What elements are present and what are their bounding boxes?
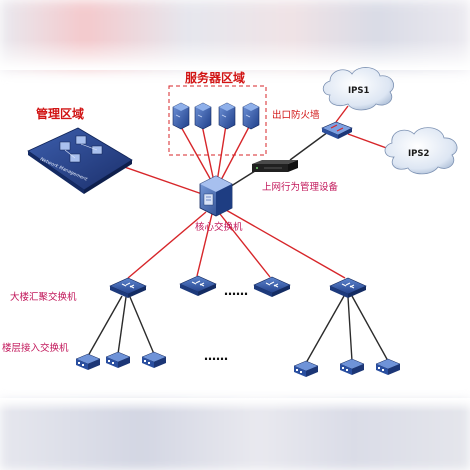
link-agg4-access-3 (351, 295, 389, 362)
link-agg4-access-1 (305, 295, 345, 364)
exit-firewall-label: 出口防火墙 (272, 109, 320, 121)
behavior-management-appliance-icon (252, 160, 298, 172)
link-agg1-access-3 (129, 296, 155, 355)
link-core-agg-4 (225, 209, 346, 279)
access-switch-icon (375, 358, 401, 375)
ips1-label: IPS1 (348, 86, 370, 96)
aggregation-switch-icon (179, 275, 217, 296)
access-switch-icon (293, 360, 319, 377)
ips2-cloud-icon (384, 127, 458, 175)
aggregation-ellipsis: …… (224, 284, 248, 298)
server-area-box (168, 85, 267, 156)
link-core-server-4 (219, 124, 251, 183)
link-core-behavior-mgmt (227, 170, 256, 189)
ips1-cloud-icon (322, 67, 394, 111)
access-switch-label: 楼层接入交换机 (2, 342, 69, 354)
link-core-agg-2 (196, 213, 213, 277)
server-icon (218, 102, 236, 130)
link-firewall-ips1 (335, 105, 349, 123)
link-firewall-ips2 (347, 133, 393, 151)
aggregation-switch-icon (253, 276, 291, 297)
aggregation-switch-icon (109, 277, 147, 298)
access-switch-icon (105, 351, 131, 368)
link-core-agg-3 (219, 213, 271, 278)
core-switch-label: 核心交换机 (195, 221, 243, 233)
link-core-server-2 (201, 124, 215, 183)
server-icon (194, 102, 212, 130)
aggregation-switch-icon (329, 277, 367, 298)
link-agg4-access-2 (347, 296, 353, 362)
link-agg1-access-1 (87, 295, 123, 357)
link-core-server-1 (179, 124, 213, 183)
access-ellipsis: …… (204, 349, 228, 363)
access-switch-icon (141, 351, 167, 368)
access-switch-icon (339, 358, 365, 375)
management-area: Network Management (27, 127, 133, 194)
bottom-fade (0, 398, 470, 412)
link-behavior-firewall (289, 131, 329, 161)
server-area-label: 服务器区域 (185, 70, 245, 85)
core-switch-icon (199, 175, 233, 217)
top-fade (0, 40, 470, 70)
access-switch-icon (75, 353, 101, 370)
link-core-agg-1 (127, 211, 207, 279)
ips2-label: IPS2 (408, 149, 430, 159)
firewall-icon (321, 121, 353, 139)
link-agg1-access-2 (117, 296, 127, 355)
links (87, 105, 393, 364)
management-area-label: 管理区域 (36, 106, 84, 121)
link-core-server-3 (216, 124, 227, 183)
server-icon (172, 102, 190, 130)
behavior-mgmt-label: 上网行为管理设备 (262, 181, 339, 193)
workstation-icon (59, 135, 103, 163)
server-icon (242, 102, 260, 130)
aggregation-switch-label: 大楼汇聚交换机 (10, 291, 77, 303)
